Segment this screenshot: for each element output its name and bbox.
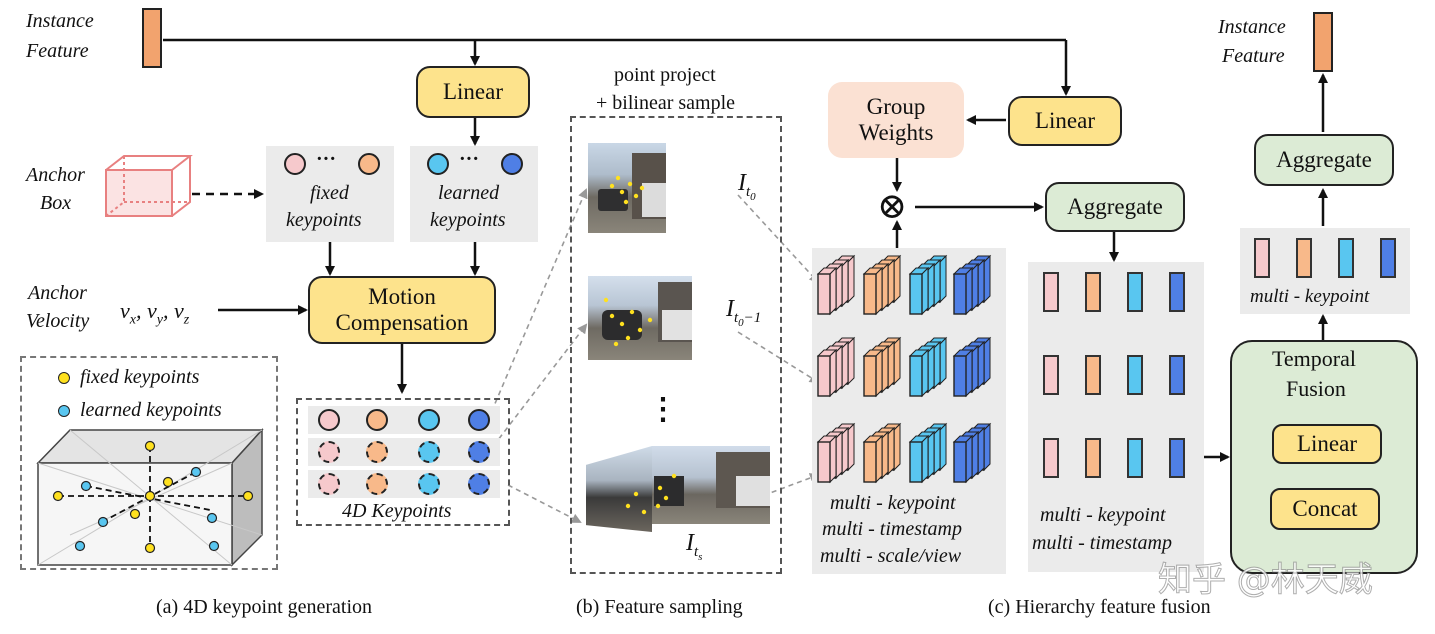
anchor-velocity-label-2: Velocity [26, 310, 90, 332]
agg-bar-r1-3 [1127, 272, 1143, 312]
frame-vdots: ⋮ [648, 393, 678, 426]
fixed-ellipsis: ··· [316, 148, 337, 170]
learned-keypoints-label-1: learned [438, 182, 500, 204]
motion-label-1: Motion [368, 283, 436, 309]
temporal-fusion-label-1: Temporal [1272, 346, 1356, 371]
kp4d-r3-c2 [366, 473, 388, 495]
sampling-title-1: point project [614, 64, 716, 86]
keypoints-4d-panel [296, 398, 510, 526]
mk-bar-4 [1380, 238, 1396, 278]
instance-feature-left-label-2: Feature [26, 40, 89, 62]
frame-label-t0-minus-1: It0−1 [726, 296, 762, 329]
sampling-panel [570, 116, 782, 574]
agg-bar-r2-3 [1127, 355, 1143, 395]
agg-bar-r3-2 [1085, 438, 1101, 478]
agg-bar-r1-2 [1085, 272, 1101, 312]
instance-feature-right-label-2: Feature [1222, 45, 1285, 67]
temporal-fusion-panel [1230, 340, 1418, 574]
fixed-keypoint-circle-2 [358, 153, 380, 175]
agg-bar-r3-3 [1127, 438, 1143, 478]
frame-label-t0: It0 [738, 170, 756, 203]
agg-bar-r2-1 [1043, 355, 1059, 395]
kp4d-r3-c3 [418, 473, 440, 495]
kp4d-r1-c1 [318, 409, 340, 431]
instance-feature-left-block [142, 8, 162, 68]
mk-bar-1 [1254, 238, 1270, 278]
caption-b: (b) Feature sampling [576, 596, 743, 618]
learned-keypoint-circle-1 [427, 153, 449, 175]
agg-bar-r3-4 [1169, 438, 1185, 478]
keypoints-4d-label: 4D Keypoints [342, 500, 452, 522]
fixed-keypoints-label-2: keypoints [286, 209, 362, 231]
agg-bar-r1-1 [1043, 272, 1059, 312]
linear-top-box: Linear [416, 66, 530, 118]
mk-bar-3 [1338, 238, 1354, 278]
legend-fixed-label: fixed keypoints [80, 366, 200, 388]
instance-feature-right-label-1: Instance [1218, 16, 1286, 38]
learned-keypoints-label-2: keypoints [430, 209, 506, 231]
fixed-keypoints-label-1: fixed [310, 182, 349, 204]
anchor-velocity-label-1: Anchor [28, 282, 87, 304]
velocity-symbols: vx, vy, vz [120, 298, 190, 328]
kp4d-r1-c4 [468, 409, 490, 431]
concat-box: Concat [1270, 488, 1380, 530]
agg-bar-r2-4 [1169, 355, 1185, 395]
instance-feature-left-label-1: Instance [26, 10, 94, 32]
frame-label-ts: Its [686, 530, 703, 563]
motion-label-2: Compensation [335, 310, 469, 335]
aggregate-right-box: Aggregate [1254, 134, 1394, 186]
kp4d-r2-c4 [468, 441, 490, 463]
legend-fixed-dot [58, 372, 70, 384]
kp4d-r1-c3 [418, 409, 440, 431]
agg-bar-r1-4 [1169, 272, 1185, 312]
temporal-fusion-label-2: Fusion [1286, 376, 1346, 401]
kp4d-r1-c2 [366, 409, 388, 431]
aggregate-mid-box: Aggregate [1045, 182, 1185, 232]
mk-text: multi - keypoint [1250, 286, 1370, 307]
agg-bar-r2-2 [1085, 355, 1101, 395]
group-weights-label-2: Weights [858, 120, 934, 145]
linear-tf-box: Linear [1272, 424, 1382, 464]
kp4d-r2-c3 [418, 441, 440, 463]
learned-keypoint-circle-2 [501, 153, 523, 175]
agg-bar-r3-1 [1043, 438, 1059, 478]
group-weights-label-1: Group [866, 93, 926, 119]
agg-text-2: multi - timestamp [1032, 532, 1172, 554]
linear-right-box: Linear [1008, 96, 1122, 146]
camera-image-t0 [588, 143, 666, 233]
mid-text-2: multi - timestamp [822, 518, 962, 540]
legend-learned-label: learned keypoints [80, 399, 222, 421]
anchor-box-label-2: Box [40, 192, 72, 214]
keypoint-legend-panel [20, 356, 278, 570]
legend-learned-dot [58, 405, 70, 417]
kp4d-r3-c1 [318, 473, 340, 495]
camera-image-t0-minus-1 [588, 276, 692, 360]
learned-ellipsis: ··· [459, 148, 480, 170]
anchor-box-label-1: Anchor [26, 164, 85, 186]
caption-c: (c) Hierarchy feature fusion [988, 596, 1211, 618]
watermark: 知乎 @林天威 [1158, 560, 1374, 601]
fixed-keypoint-circle-1 [284, 153, 306, 175]
kp4d-r2-c1 [318, 441, 340, 463]
aggregated-panel [1028, 262, 1204, 572]
instance-feature-right-block [1313, 12, 1333, 72]
kp4d-r3-c4 [468, 473, 490, 495]
mk-bar-2 [1296, 238, 1312, 278]
caption-a: (a) 4D keypoint generation [156, 596, 373, 618]
agg-text-1: multi - keypoint [1040, 504, 1166, 526]
camera-image-ts-right [652, 446, 770, 524]
otimes-operator: ⊗ [877, 186, 908, 226]
mid-text-3: multi - scale/view [820, 545, 962, 567]
mid-text-1: multi - keypoint [830, 492, 956, 514]
sampling-title-2: + bilinear sample [596, 92, 736, 114]
kp4d-r2-c2 [366, 441, 388, 463]
